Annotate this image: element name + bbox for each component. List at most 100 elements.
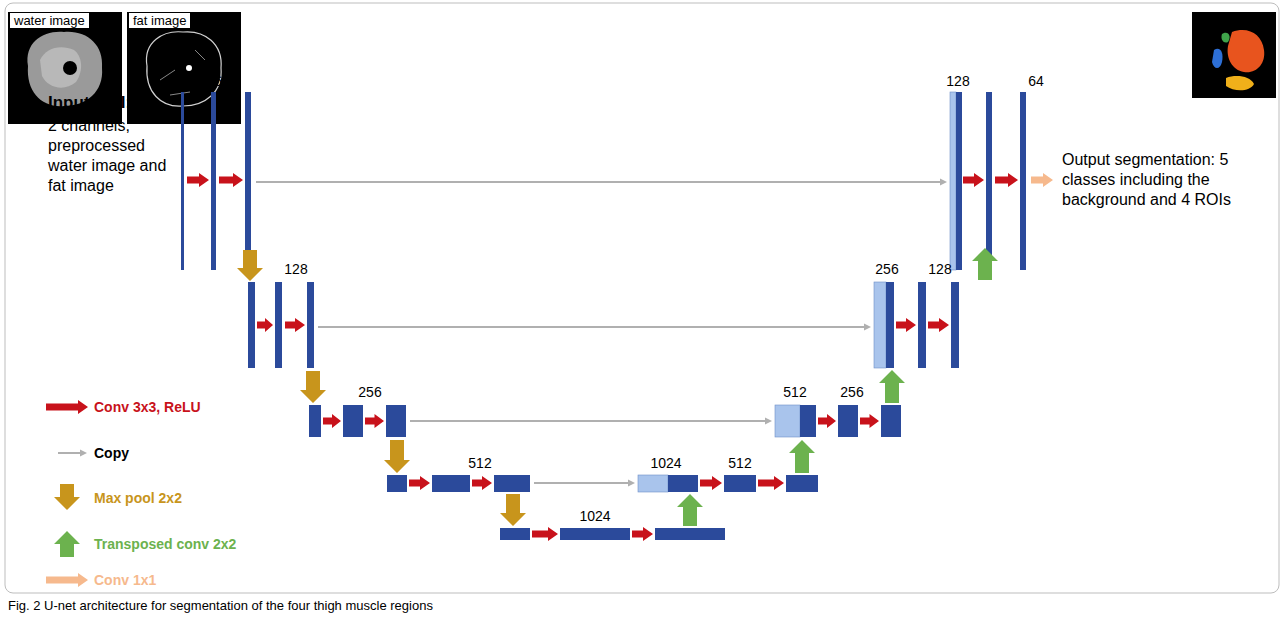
legend-text: Copy — [94, 444, 129, 462]
legend-upconv-sample — [54, 531, 80, 557]
feature-map-bar — [181, 92, 184, 270]
legend-text: Conv 1x1 — [94, 571, 156, 589]
feature-map-bar — [309, 405, 321, 437]
channel-count: 512 — [783, 385, 806, 399]
conv-arrow — [532, 527, 558, 541]
conv-arrow — [472, 476, 492, 490]
legend-copy-sample — [58, 452, 80, 454]
conv-arrow — [219, 173, 243, 187]
upconv-arrow — [879, 370, 905, 403]
channel-count: 256 — [358, 385, 381, 399]
legend-conv1x1-sample — [46, 573, 88, 587]
channel-count: 1024 — [579, 509, 610, 523]
feature-map-bar — [245, 92, 251, 270]
feature-map-bar — [668, 475, 698, 492]
feature-map-bar — [886, 282, 894, 368]
legend-text: Conv 3x3, ReLU — [94, 398, 201, 416]
conv-arrow — [818, 414, 836, 428]
copy-arrowhead — [864, 324, 871, 331]
conv-arrow — [409, 476, 430, 490]
conv-arrow — [995, 173, 1018, 187]
feature-map-bar — [786, 475, 818, 492]
conv-arrow — [285, 318, 305, 332]
feature-map-bar — [951, 282, 959, 368]
conv-arrow — [323, 414, 341, 428]
channel-count: 512 — [468, 456, 491, 470]
annotation-text: 2 channels, preprocessed water image and… — [48, 116, 180, 196]
upconv-arrow — [677, 494, 703, 526]
figure-caption: Fig. 2 U-net architecture for segmentati… — [8, 598, 433, 614]
maxpool-arrow — [384, 440, 410, 473]
annotation-text: water image — [10, 13, 89, 28]
feature-map-bar — [881, 405, 901, 437]
figure-frame — [5, 3, 1279, 593]
legend-copy-sample — [80, 450, 87, 457]
conv1x1-arrow — [1031, 173, 1053, 187]
channel-count: 256 — [875, 262, 898, 276]
feature-map-bar — [874, 282, 886, 368]
copy-arrowhead — [765, 418, 772, 425]
channel-count: 256 — [840, 385, 863, 399]
legend-conv-sample — [46, 400, 88, 414]
feature-map-bar — [1020, 92, 1026, 270]
conv-arrow — [257, 318, 273, 332]
conv-arrow — [632, 527, 653, 541]
conv-arrow — [860, 414, 879, 428]
feature-map-bar — [838, 405, 858, 437]
copy-line — [534, 482, 629, 484]
feature-map-bar — [500, 528, 530, 540]
copy-line — [410, 420, 766, 422]
feature-map-bar — [775, 405, 800, 437]
channel-count: 2 — [181, 74, 189, 88]
legend-text: Transposed conv 2x2 — [94, 535, 236, 553]
conv-arrow — [365, 414, 384, 428]
feature-map-bar — [432, 475, 470, 492]
annotation-text: fat image — [129, 13, 190, 28]
channel-count: 64 — [214, 74, 230, 88]
legend-text: Max pool 2x2 — [94, 489, 182, 507]
legend-maxpool-sample — [54, 484, 80, 510]
upconv-arrow — [972, 248, 998, 280]
channel-count: 1024 — [650, 456, 681, 470]
channel-count: 128 — [928, 262, 951, 276]
conv-arrow — [187, 173, 209, 187]
channel-count: 64 — [1028, 74, 1044, 88]
channel-count: 512 — [728, 456, 751, 470]
conv-arrow — [700, 476, 722, 490]
annotation-text: Output segmentation: 5 classes including… — [1062, 150, 1267, 210]
feature-map-bar — [343, 405, 363, 437]
feature-map-bar — [275, 282, 282, 368]
feature-map-bar — [211, 92, 216, 270]
conv-arrow — [928, 318, 949, 332]
output-segmentation-thumbnail — [1192, 12, 1276, 98]
feature-map-bar — [560, 528, 630, 540]
maxpool-arrow — [500, 494, 526, 526]
conv-arrow — [758, 476, 784, 490]
channel-count: 128 — [946, 74, 969, 88]
copy-arrowhead — [940, 179, 947, 186]
conv-arrow — [896, 318, 916, 332]
feature-map-bar — [918, 282, 926, 368]
feature-map-bar — [655, 528, 725, 540]
feature-map-bar — [248, 282, 255, 368]
feature-map-bar — [986, 92, 992, 270]
annotation-text: Input MRI: — [48, 93, 131, 113]
feature-map-bar — [387, 475, 407, 492]
feature-map-bar — [956, 92, 962, 270]
maxpool-arrow — [300, 371, 326, 403]
maxpool-arrow — [237, 250, 263, 281]
copy-line — [318, 326, 865, 328]
channel-count: 128 — [284, 262, 307, 276]
feature-map-bar — [800, 405, 816, 437]
feature-map-bar — [950, 92, 956, 270]
feature-map-bar — [307, 282, 314, 368]
feature-map-bar — [638, 475, 668, 492]
feature-map-bar — [494, 475, 530, 492]
copy-arrowhead — [628, 480, 635, 487]
feature-map-bar — [386, 405, 406, 437]
conv-arrow — [963, 173, 984, 187]
upconv-arrow — [789, 440, 815, 473]
feature-map-bar — [724, 475, 756, 492]
copy-line — [256, 181, 941, 183]
